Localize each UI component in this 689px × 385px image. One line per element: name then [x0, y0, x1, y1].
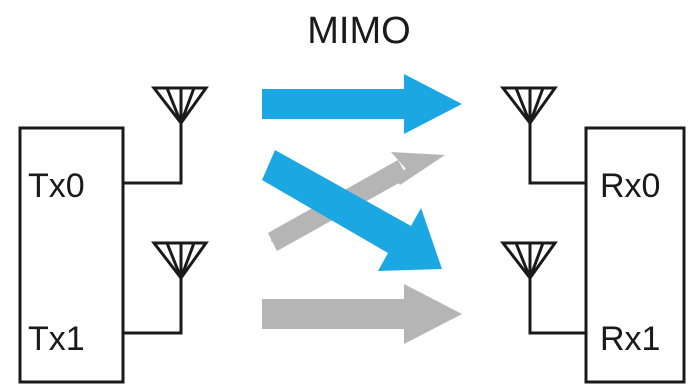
tx0-label: Tx0 — [28, 167, 85, 205]
direct-path-arrow-tx0-rx0 — [262, 74, 462, 134]
tx1-antenna-icon — [123, 241, 209, 335]
receiver-box — [584, 126, 686, 384]
tx0-antenna-icon — [123, 86, 209, 185]
cross-path-arrow-tx0-rx1 — [262, 150, 442, 271]
diagram-title: MIMO — [307, 10, 410, 52]
rx1-label: Rx1 — [600, 320, 660, 358]
transmitter-block: Tx0 Tx1 — [18, 126, 125, 384]
rx0-antenna-icon — [499, 86, 586, 185]
rx1-antenna-icon — [499, 241, 586, 335]
transmitter-box — [18, 126, 125, 384]
direct-path-arrow-tx1-rx1 — [262, 284, 462, 344]
receiver-block: Rx0 Rx1 — [584, 126, 686, 384]
rx0-label: Rx0 — [600, 167, 660, 205]
tx1-label: Tx1 — [28, 320, 85, 358]
